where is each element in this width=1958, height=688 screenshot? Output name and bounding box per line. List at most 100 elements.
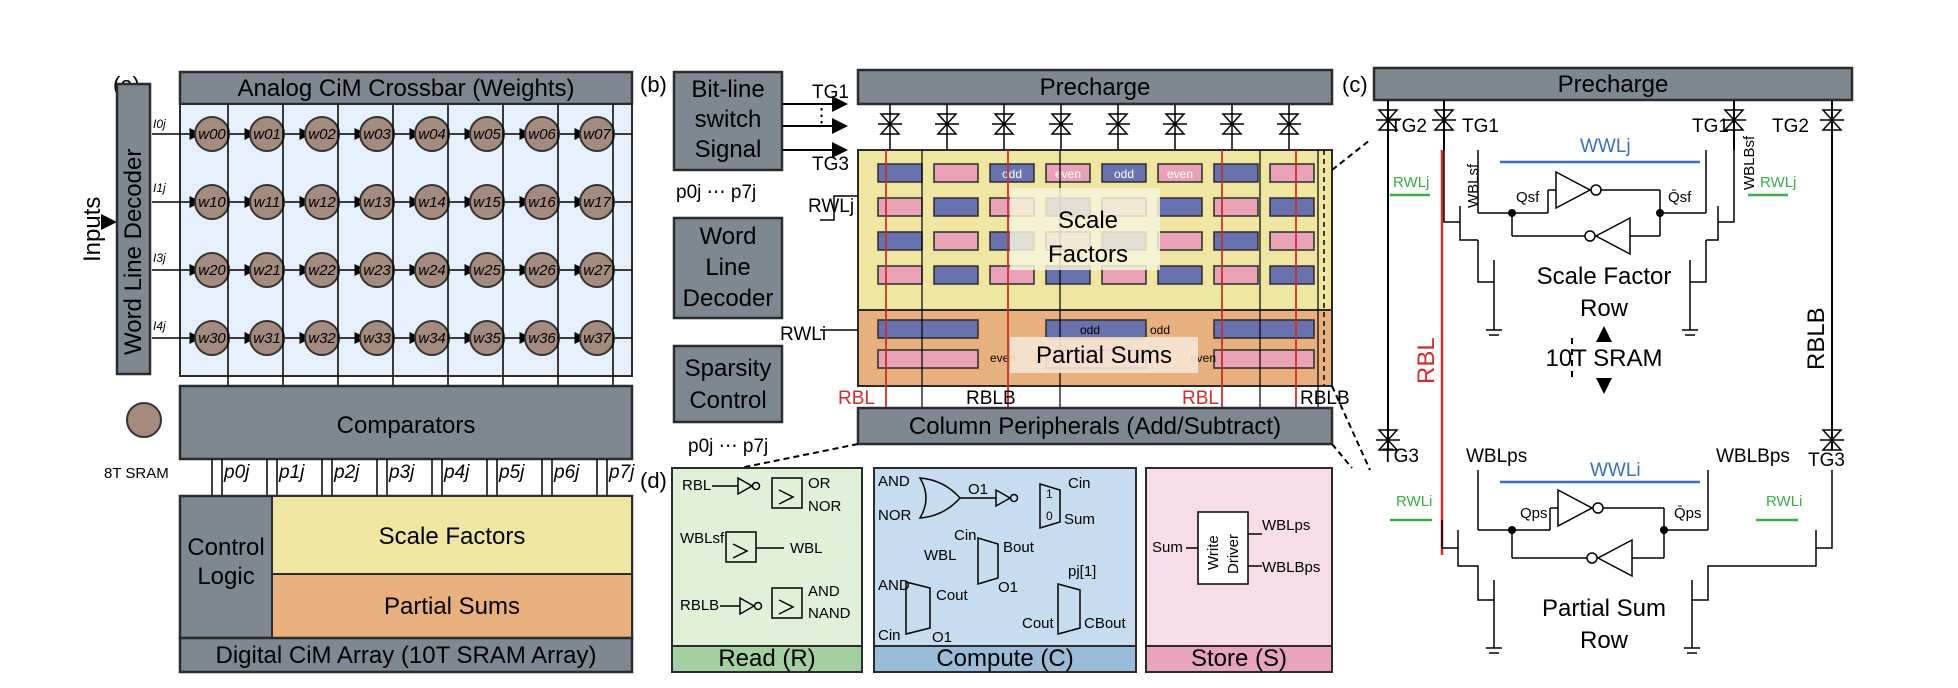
sram-cell bbox=[933, 231, 979, 251]
weight-label: w01 bbox=[253, 126, 281, 143]
sram-cell bbox=[1269, 231, 1315, 251]
bitline-switch-1: Bit-line bbox=[691, 76, 764, 103]
ps-cell bbox=[1213, 349, 1315, 369]
sram-cell bbox=[933, 197, 979, 217]
compute-title: Compute (C) bbox=[936, 645, 1073, 672]
panel-b-label: (b) bbox=[640, 72, 667, 97]
tg3-label-b: TG3 bbox=[812, 154, 849, 175]
read-and: AND bbox=[808, 583, 840, 600]
mux1-one: 1 bbox=[1046, 487, 1053, 501]
scale-b-2: Factors bbox=[1048, 241, 1128, 268]
p-label: p3j bbox=[388, 462, 415, 483]
weight-label: w32 bbox=[308, 330, 336, 347]
sram-cell bbox=[1045, 163, 1091, 183]
compute-title-box bbox=[873, 645, 1137, 673]
weight-label: w20 bbox=[198, 262, 226, 279]
weight-label: w07 bbox=[583, 126, 611, 143]
weight-cell bbox=[194, 320, 230, 356]
weight-cell bbox=[249, 184, 285, 220]
weight-cell bbox=[579, 116, 615, 152]
wwlj-c: WWLj bbox=[1580, 136, 1631, 157]
compute-nor: NOR bbox=[878, 507, 912, 524]
row-input-1: I1j bbox=[153, 181, 166, 195]
weight-cell bbox=[194, 252, 230, 288]
weight-label: w36 bbox=[528, 330, 556, 347]
p-label: p5j bbox=[498, 462, 525, 483]
crossbar-array bbox=[179, 103, 633, 377]
control-logic-label-1: Control bbox=[187, 534, 264, 561]
ps-cell bbox=[877, 319, 979, 339]
ps-cell bbox=[1213, 319, 1315, 339]
control-logic-label-2: Logic bbox=[197, 563, 254, 590]
weight-cell bbox=[194, 184, 230, 220]
tg-dots: ⋮ bbox=[812, 106, 831, 127]
sram-cell bbox=[1213, 265, 1259, 285]
mux1-zero: 0 bbox=[1046, 509, 1053, 523]
partial-b: Partial Sums bbox=[1036, 342, 1172, 369]
cell-even: even bbox=[1055, 167, 1081, 181]
panel-d: (d) Read (R) RBL OR NOR WBLsf WBL RBLB bbox=[640, 443, 1353, 673]
rwli-c-left: RWLi bbox=[1396, 493, 1432, 510]
rwli-c-right: RWLi bbox=[1766, 493, 1802, 510]
bitline-switch-3: Signal bbox=[695, 136, 762, 163]
word-line-decoder-b bbox=[672, 216, 784, 320]
weight-label: w34 bbox=[418, 330, 446, 347]
wld-b-3: Decoder bbox=[683, 285, 774, 312]
tg1-c-right: TG1 bbox=[1692, 116, 1729, 137]
weight-cell bbox=[194, 116, 230, 152]
compute-sum: Sum bbox=[1064, 511, 1095, 528]
qb-sf: Q̄sf bbox=[1668, 189, 1692, 206]
wbl-sf: WBLsf bbox=[1465, 163, 1482, 208]
read-or: OR bbox=[808, 475, 831, 492]
weight-cell bbox=[414, 252, 450, 288]
weight-label: w04 bbox=[418, 126, 446, 143]
read-nor: NOR bbox=[808, 498, 842, 515]
tg1-c-left: TG1 bbox=[1462, 116, 1499, 137]
weight-label: w21 bbox=[253, 262, 281, 279]
sram-cell bbox=[1157, 163, 1203, 183]
weight-cell bbox=[359, 116, 395, 152]
compute-o1: O1 bbox=[968, 481, 988, 498]
panel-d-label: (d) bbox=[640, 468, 667, 493]
wbl-ps: WBLps bbox=[1466, 446, 1527, 467]
bitline-switch-box bbox=[672, 70, 784, 172]
ten-t-sram: 10T SRAM bbox=[1546, 345, 1663, 372]
compute-cin-3: Cin bbox=[878, 627, 901, 644]
store-title: Store (S) bbox=[1191, 645, 1287, 672]
precharge-c bbox=[1372, 66, 1854, 102]
digital-array-title-box bbox=[178, 636, 634, 674]
compute-cout-2: Cout bbox=[1022, 615, 1055, 632]
weight-cell bbox=[304, 184, 340, 220]
weight-label: w00 bbox=[198, 126, 226, 143]
precharge-b bbox=[856, 68, 1334, 106]
weight-label: w27 bbox=[583, 262, 611, 279]
weight-label: w16 bbox=[528, 194, 556, 211]
comparators-label: Comparators bbox=[337, 412, 476, 439]
weight-label: w02 bbox=[308, 126, 336, 143]
rbl-label-b2: RBL bbox=[1182, 388, 1219, 409]
precharge-b-label: Precharge bbox=[1040, 74, 1151, 101]
p-label: p4j bbox=[443, 462, 470, 483]
sf-latch bbox=[1443, 150, 1735, 336]
rwlj-c-right: RWLj bbox=[1760, 174, 1796, 191]
wblb-sf: WBLBsf bbox=[1741, 135, 1758, 190]
tg3-c-right: TG3 bbox=[1808, 450, 1845, 471]
read-rbl: RBL bbox=[682, 477, 711, 494]
compute-and-2: AND bbox=[878, 577, 910, 594]
read-circuits: RBL OR NOR WBLsf WBL RBLB AND NAND bbox=[680, 475, 851, 622]
scale-factors-region-a bbox=[271, 495, 633, 575]
q-sf: Qsf bbox=[1516, 189, 1540, 206]
weight-label: w17 bbox=[583, 194, 611, 211]
legend-8t-sram: 8T SRAM bbox=[104, 465, 169, 482]
weight-cell bbox=[249, 252, 285, 288]
wld-b-1: Word bbox=[700, 223, 757, 250]
weight-label: w22 bbox=[308, 262, 336, 279]
read-block bbox=[671, 467, 863, 671]
store-title-box bbox=[1145, 645, 1333, 673]
p-range-bottom: p0j ⋯ p7j bbox=[688, 436, 768, 457]
weight-cell bbox=[524, 320, 560, 356]
p-range-top: p0j ⋯ p7j bbox=[676, 182, 756, 203]
weight-cell bbox=[249, 320, 285, 356]
